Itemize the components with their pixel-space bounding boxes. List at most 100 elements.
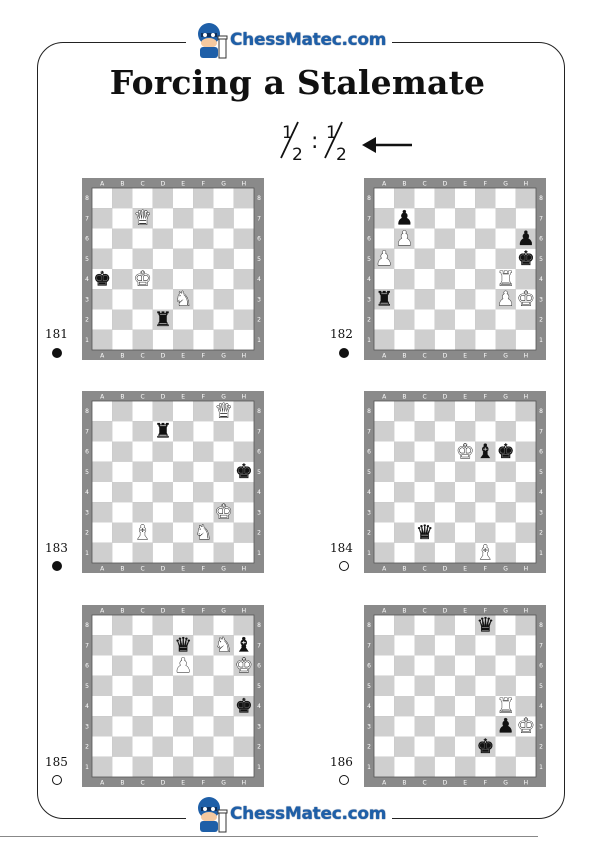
board-square-a6 — [92, 228, 113, 249]
board-square-b1 — [394, 756, 415, 777]
file-label-top: G — [221, 394, 226, 401]
file-label-top: A — [382, 394, 387, 401]
file-label-top: H — [524, 608, 529, 615]
board-square-b6 — [112, 228, 133, 249]
board-square-g3 — [213, 289, 234, 310]
board-square-a7 — [374, 208, 395, 229]
board-square-h6 — [233, 228, 254, 249]
board-square-c6 — [414, 441, 435, 462]
board-square-d5 — [152, 248, 173, 269]
board-square-f4 — [193, 269, 214, 290]
file-label-top: G — [503, 394, 508, 401]
board-square-b4 — [394, 696, 415, 717]
board-square-d7 — [434, 421, 455, 442]
rank-label-left: 2 — [367, 744, 371, 751]
board-square-a7 — [374, 635, 395, 656]
rank-label-right: 6 — [257, 236, 261, 243]
file-label-top: D — [443, 608, 448, 615]
board-square-h5 — [515, 675, 536, 696]
black-king-piece: ♚ — [235, 694, 253, 717]
board-square-f5 — [475, 461, 496, 482]
mascot-icon — [198, 23, 228, 59]
board-square-d8 — [152, 401, 173, 422]
board-square-c2 — [132, 309, 153, 330]
file-label-top: H — [524, 181, 529, 188]
rank-label-left: 8 — [85, 408, 89, 415]
board-square-e3 — [173, 289, 194, 310]
board-square-b5 — [112, 461, 133, 482]
board-square-c4 — [414, 696, 435, 717]
board-square-e5 — [455, 248, 476, 269]
rank-label-right: 5 — [539, 683, 543, 690]
board-square-e5 — [173, 248, 194, 269]
board-square-h4 — [233, 269, 254, 290]
board-square-g7 — [495, 635, 516, 656]
rank-label-right: 2 — [257, 317, 261, 324]
rank-label-left: 5 — [367, 469, 371, 476]
board-square-c5 — [414, 248, 435, 269]
board-square-g7 — [495, 208, 516, 229]
rank-label-right: 5 — [257, 683, 261, 690]
board-edge — [91, 187, 255, 351]
rank-label-left: 7 — [85, 642, 89, 649]
rank-label-left: 7 — [85, 215, 89, 222]
board-square-g7 — [495, 421, 516, 442]
rank-label-right: 8 — [257, 195, 261, 202]
board-square-g7 — [213, 635, 234, 656]
board-square-b8 — [394, 401, 415, 422]
board-square-b3 — [394, 716, 415, 737]
rank-label-left: 5 — [367, 683, 371, 690]
board-square-d6 — [152, 228, 173, 249]
file-label-top: C — [141, 608, 145, 615]
file-label-bottom: F — [484, 566, 488, 573]
white-pawn-piece: ♟ — [395, 227, 413, 250]
board-square-d2 — [434, 309, 455, 330]
rank-label-right: 8 — [539, 408, 543, 415]
black-rook-piece: ♜ — [154, 308, 172, 331]
board-square-f2 — [475, 736, 496, 757]
board-square-c3 — [414, 289, 435, 310]
file-label-bottom: F — [202, 780, 206, 787]
rank-label-right: 7 — [257, 642, 261, 649]
file-label-top: B — [120, 608, 124, 615]
board-square-g2 — [495, 522, 516, 543]
board-square-e4 — [173, 482, 194, 503]
rank-label-right: 1 — [539, 337, 543, 344]
black-bishop-piece: ♝ — [235, 634, 253, 657]
board-square-e7 — [455, 421, 476, 442]
board-square-f8 — [193, 615, 214, 636]
rank-label-right: 7 — [539, 642, 543, 649]
board-square-g2 — [495, 309, 516, 330]
board-square-c4 — [132, 482, 153, 503]
board-square-b6 — [394, 228, 415, 249]
file-label-bottom: H — [242, 566, 247, 573]
board-square-h6 — [515, 655, 536, 676]
board-square-c2 — [414, 522, 435, 543]
board-square-a3 — [374, 502, 395, 523]
rank-label-left: 7 — [367, 215, 371, 222]
board-square-h1 — [233, 756, 254, 777]
board-square-a4 — [374, 482, 395, 503]
board-square-b2 — [112, 309, 133, 330]
rank-label-right: 1 — [539, 550, 543, 557]
board-square-h7 — [233, 635, 254, 656]
rank-label-right: 1 — [539, 764, 543, 771]
board-square-a2 — [92, 309, 113, 330]
file-label-top: F — [202, 394, 206, 401]
rank-label-left: 4 — [367, 276, 371, 283]
file-label-bottom: A — [100, 780, 105, 787]
board-square-d7 — [152, 635, 173, 656]
board-square-a2 — [374, 736, 395, 757]
board-square-h5 — [515, 461, 536, 482]
board-square-a4 — [374, 269, 395, 290]
board-square-b3 — [112, 289, 133, 310]
board-square-h7 — [515, 421, 536, 442]
board-square-c3 — [414, 716, 435, 737]
board-square-d6 — [152, 655, 173, 676]
board-square-c1 — [414, 756, 435, 777]
file-label-top: H — [524, 394, 529, 401]
rank-label-right: 7 — [257, 215, 261, 222]
